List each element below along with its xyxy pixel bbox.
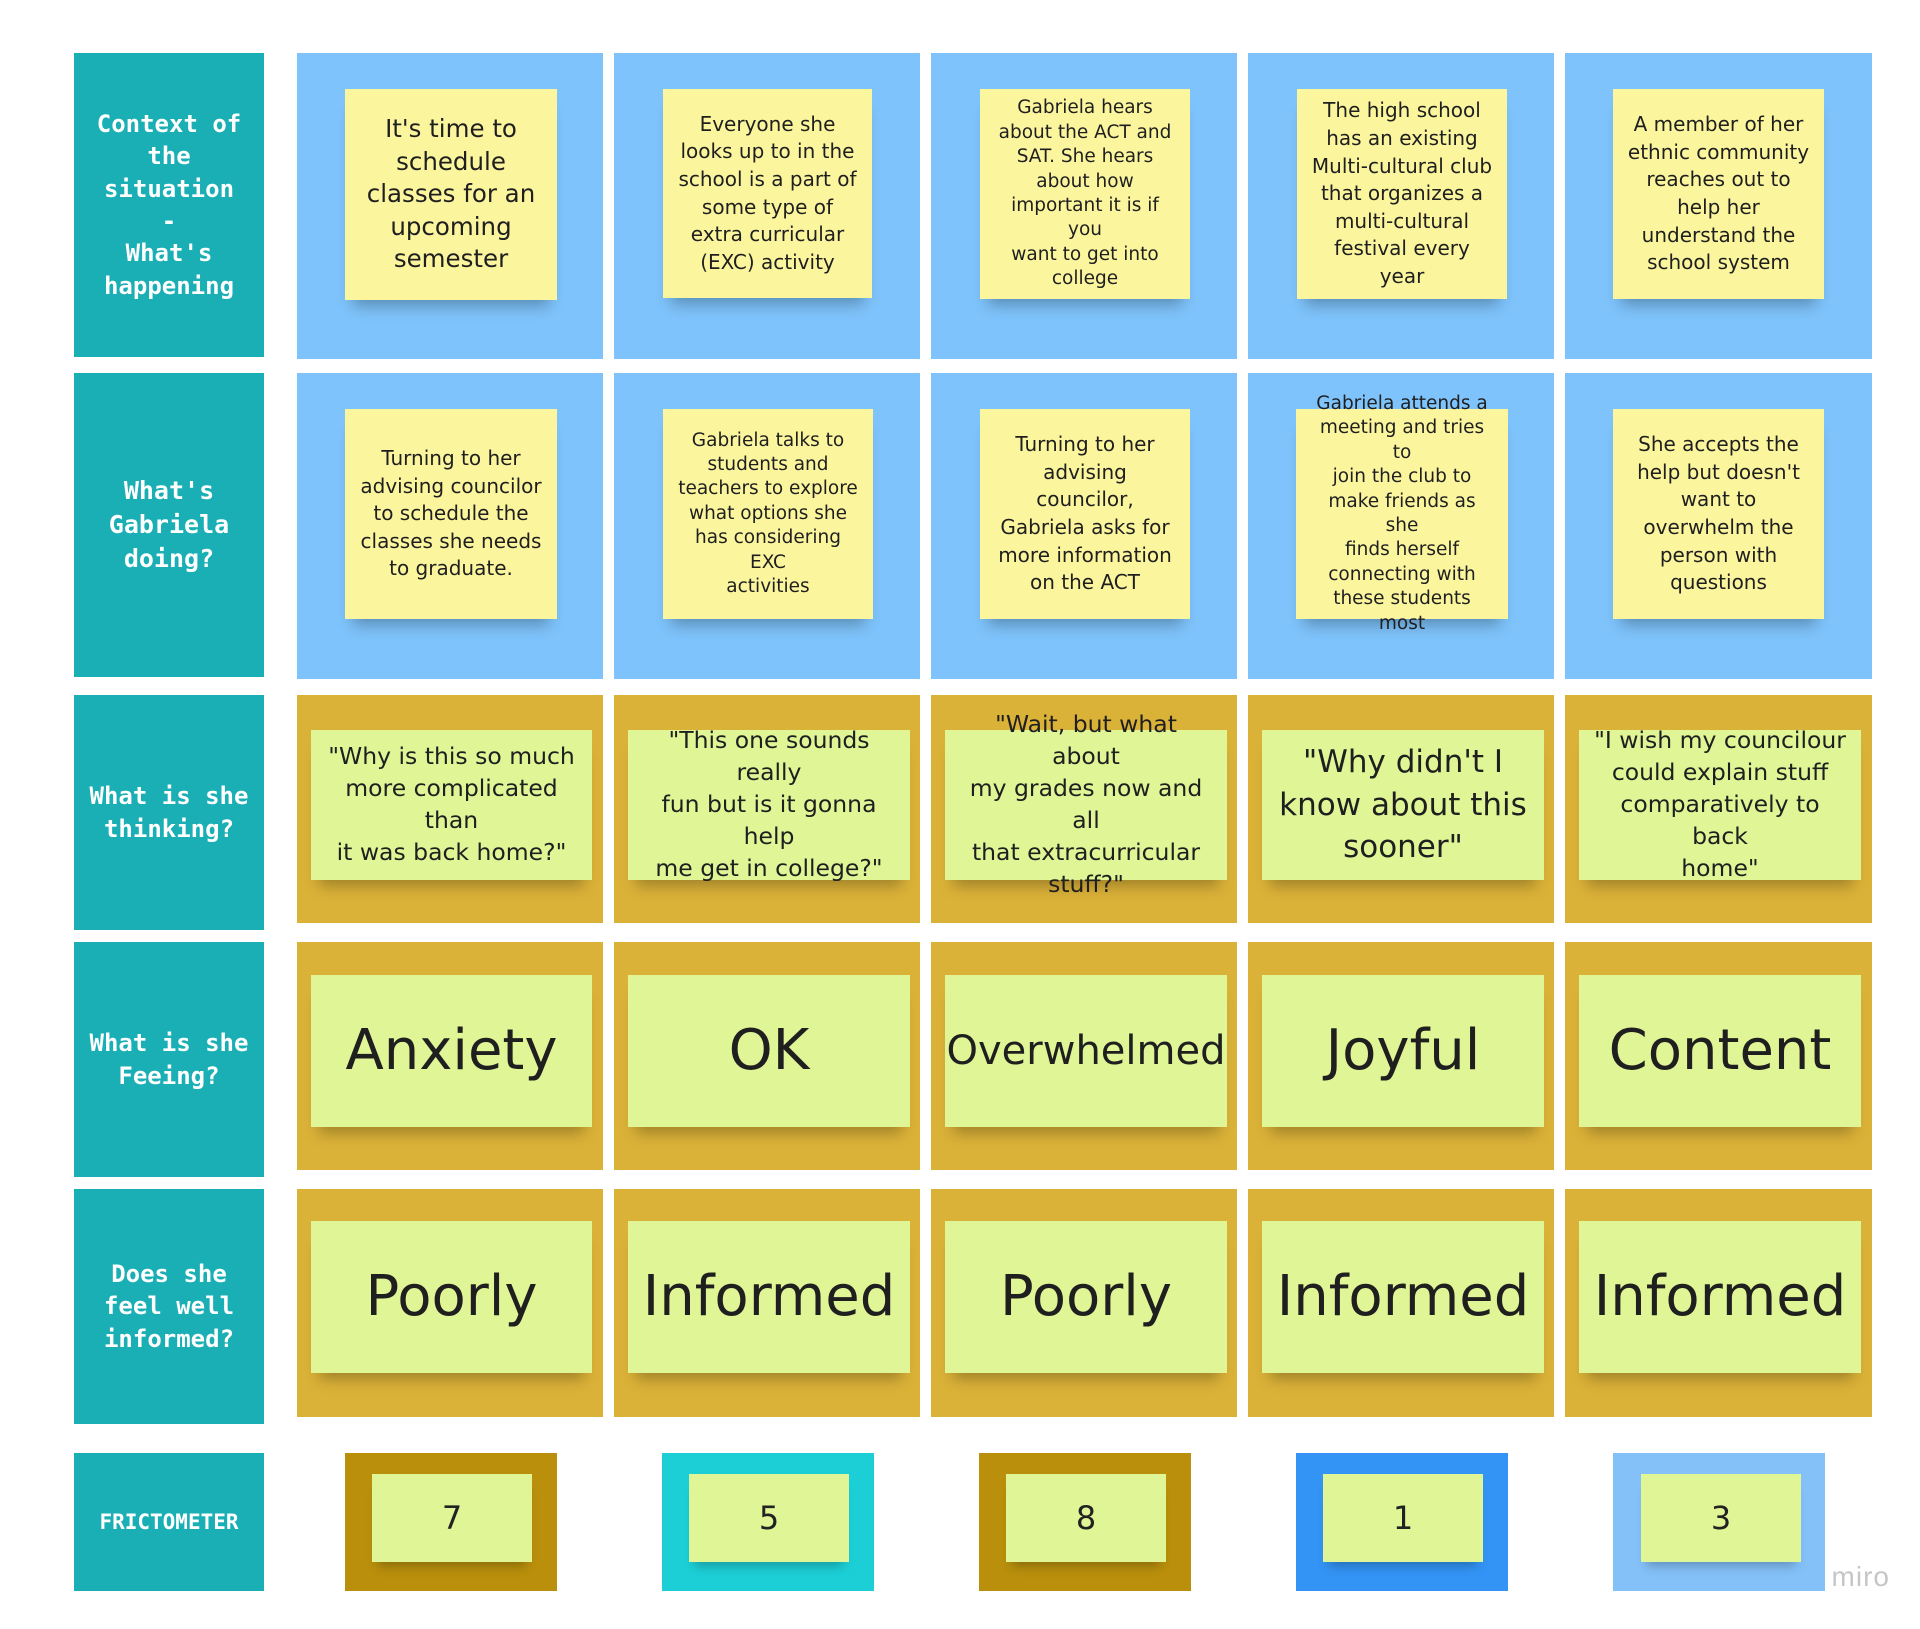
context-note-3[interactable]: Gabriela hears about the ACT and SAT. Sh… [980,89,1190,299]
feeling-note-2-text: OK [728,1018,810,1083]
feeling-note-2[interactable]: OK [628,975,910,1127]
doing-note-2-text: Gabriela talks to students and teachers … [678,429,858,598]
feeling-note-3-text: Overwhelmed [946,1028,1226,1074]
context-note-2[interactable]: Everyone she looks up to in the school i… [663,89,872,298]
context-note-4-text: The high school has an existing Multi-cu… [1311,98,1493,288]
thinking-note-5[interactable]: "I wish my councilour could explain stuf… [1579,726,1861,882]
feeling-note-5-text: Content [1608,1018,1832,1083]
thinking-note-4[interactable]: "Why didn't I know about this sooner" [1262,730,1544,880]
informed-note-3[interactable]: Poorly [945,1221,1227,1373]
doing-note-1[interactable]: Turning to her advising councilor to sch… [345,409,557,619]
row-label-feeling: What is she Feeing? [74,942,264,1177]
thinking-note-2[interactable]: "This one sounds really fun but is it go… [628,726,910,882]
context-note-5[interactable]: A member of her ethnic community reaches… [1613,89,1824,299]
doing-note-4[interactable]: Gabriela attends a meeting and tries to … [1296,393,1508,634]
frictometer-value-1[interactable]: 7 [372,1474,532,1562]
context-note-1-text: It's time to schedule classes for an upc… [366,114,536,274]
informed-note-4[interactable]: Informed [1262,1221,1544,1373]
context-note-4[interactable]: The high school has an existing Multi-cu… [1297,89,1507,299]
informed-note-4-text: Informed [1276,1264,1530,1329]
doing-note-3-text: Turning to her advising councilor, Gabri… [998,432,1172,595]
frictometer-value-4[interactable]: 1 [1323,1474,1483,1562]
thinking-note-3-text: "Wait, but what about my grades now and … [969,710,1203,898]
informed-note-1[interactable]: Poorly [311,1221,592,1373]
doing-note-3[interactable]: Turning to her advising councilor, Gabri… [980,409,1190,619]
row-label-doing: What's Gabriela doing? [74,373,264,677]
informed-note-3-text: Poorly [999,1264,1173,1329]
feeling-note-4[interactable]: Joyful [1262,975,1544,1127]
context-note-3-text: Gabriela hears about the ACT and SAT. Sh… [998,97,1172,290]
frictometer-value-5[interactable]: 3 [1641,1474,1801,1562]
context-note-5-text: A member of her ethnic community reaches… [1627,112,1810,275]
feeling-note-1-text: Anxiety [345,1018,558,1083]
row-label-frictometer: FRICTOMETER [74,1453,264,1591]
feeling-note-1[interactable]: Anxiety [311,975,592,1127]
thinking-note-2-text: "This one sounds really fun but is it go… [655,726,883,882]
doing-note-4-text: Gabriela attends a meeting and tries to … [1316,392,1488,634]
context-note-2-text: Everyone she looks up to in the school i… [678,111,857,274]
informed-note-2[interactable]: Informed [628,1221,910,1373]
row-label-context: Context of the situation - What's happen… [74,53,264,357]
thinking-note-3[interactable]: "Wait, but what about my grades now and … [945,710,1227,898]
row-label-thinking: What is she thinking? [74,695,264,930]
informed-note-5[interactable]: Informed [1579,1221,1861,1373]
informed-note-5-text: Informed [1593,1264,1847,1329]
thinking-note-1-text: "Why is this so much more complicated th… [328,742,575,866]
doing-note-5-text: She accepts the help but doesn't want to… [1637,432,1800,595]
row-label-informed: Does she feel well informed? [74,1189,264,1424]
thinking-note-1[interactable]: "Why is this so much more complicated th… [311,730,592,880]
feeling-note-4-text: Joyful [1325,1018,1481,1083]
thinking-note-4-text: "Why didn't I know about this sooner" [1279,743,1527,866]
doing-note-2[interactable]: Gabriela talks to students and teachers … [663,409,873,619]
doing-note-1-text: Turning to her advising councilor to sch… [360,446,542,581]
frictometer-value-3[interactable]: 8 [1006,1474,1166,1562]
informed-note-2-text: Informed [642,1264,896,1329]
informed-note-1-text: Poorly [365,1264,538,1329]
doing-note-5[interactable]: She accepts the help but doesn't want to… [1613,409,1824,619]
thinking-note-5-text: "I wish my councilour could explain stuf… [1594,726,1846,882]
context-note-1[interactable]: It's time to schedule classes for an upc… [345,89,557,300]
feeling-note-3[interactable]: Overwhelmed [945,975,1227,1127]
frictometer-value-2[interactable]: 5 [689,1474,849,1562]
feeling-note-5[interactable]: Content [1579,975,1861,1127]
miro-watermark: miro [1831,1561,1890,1592]
